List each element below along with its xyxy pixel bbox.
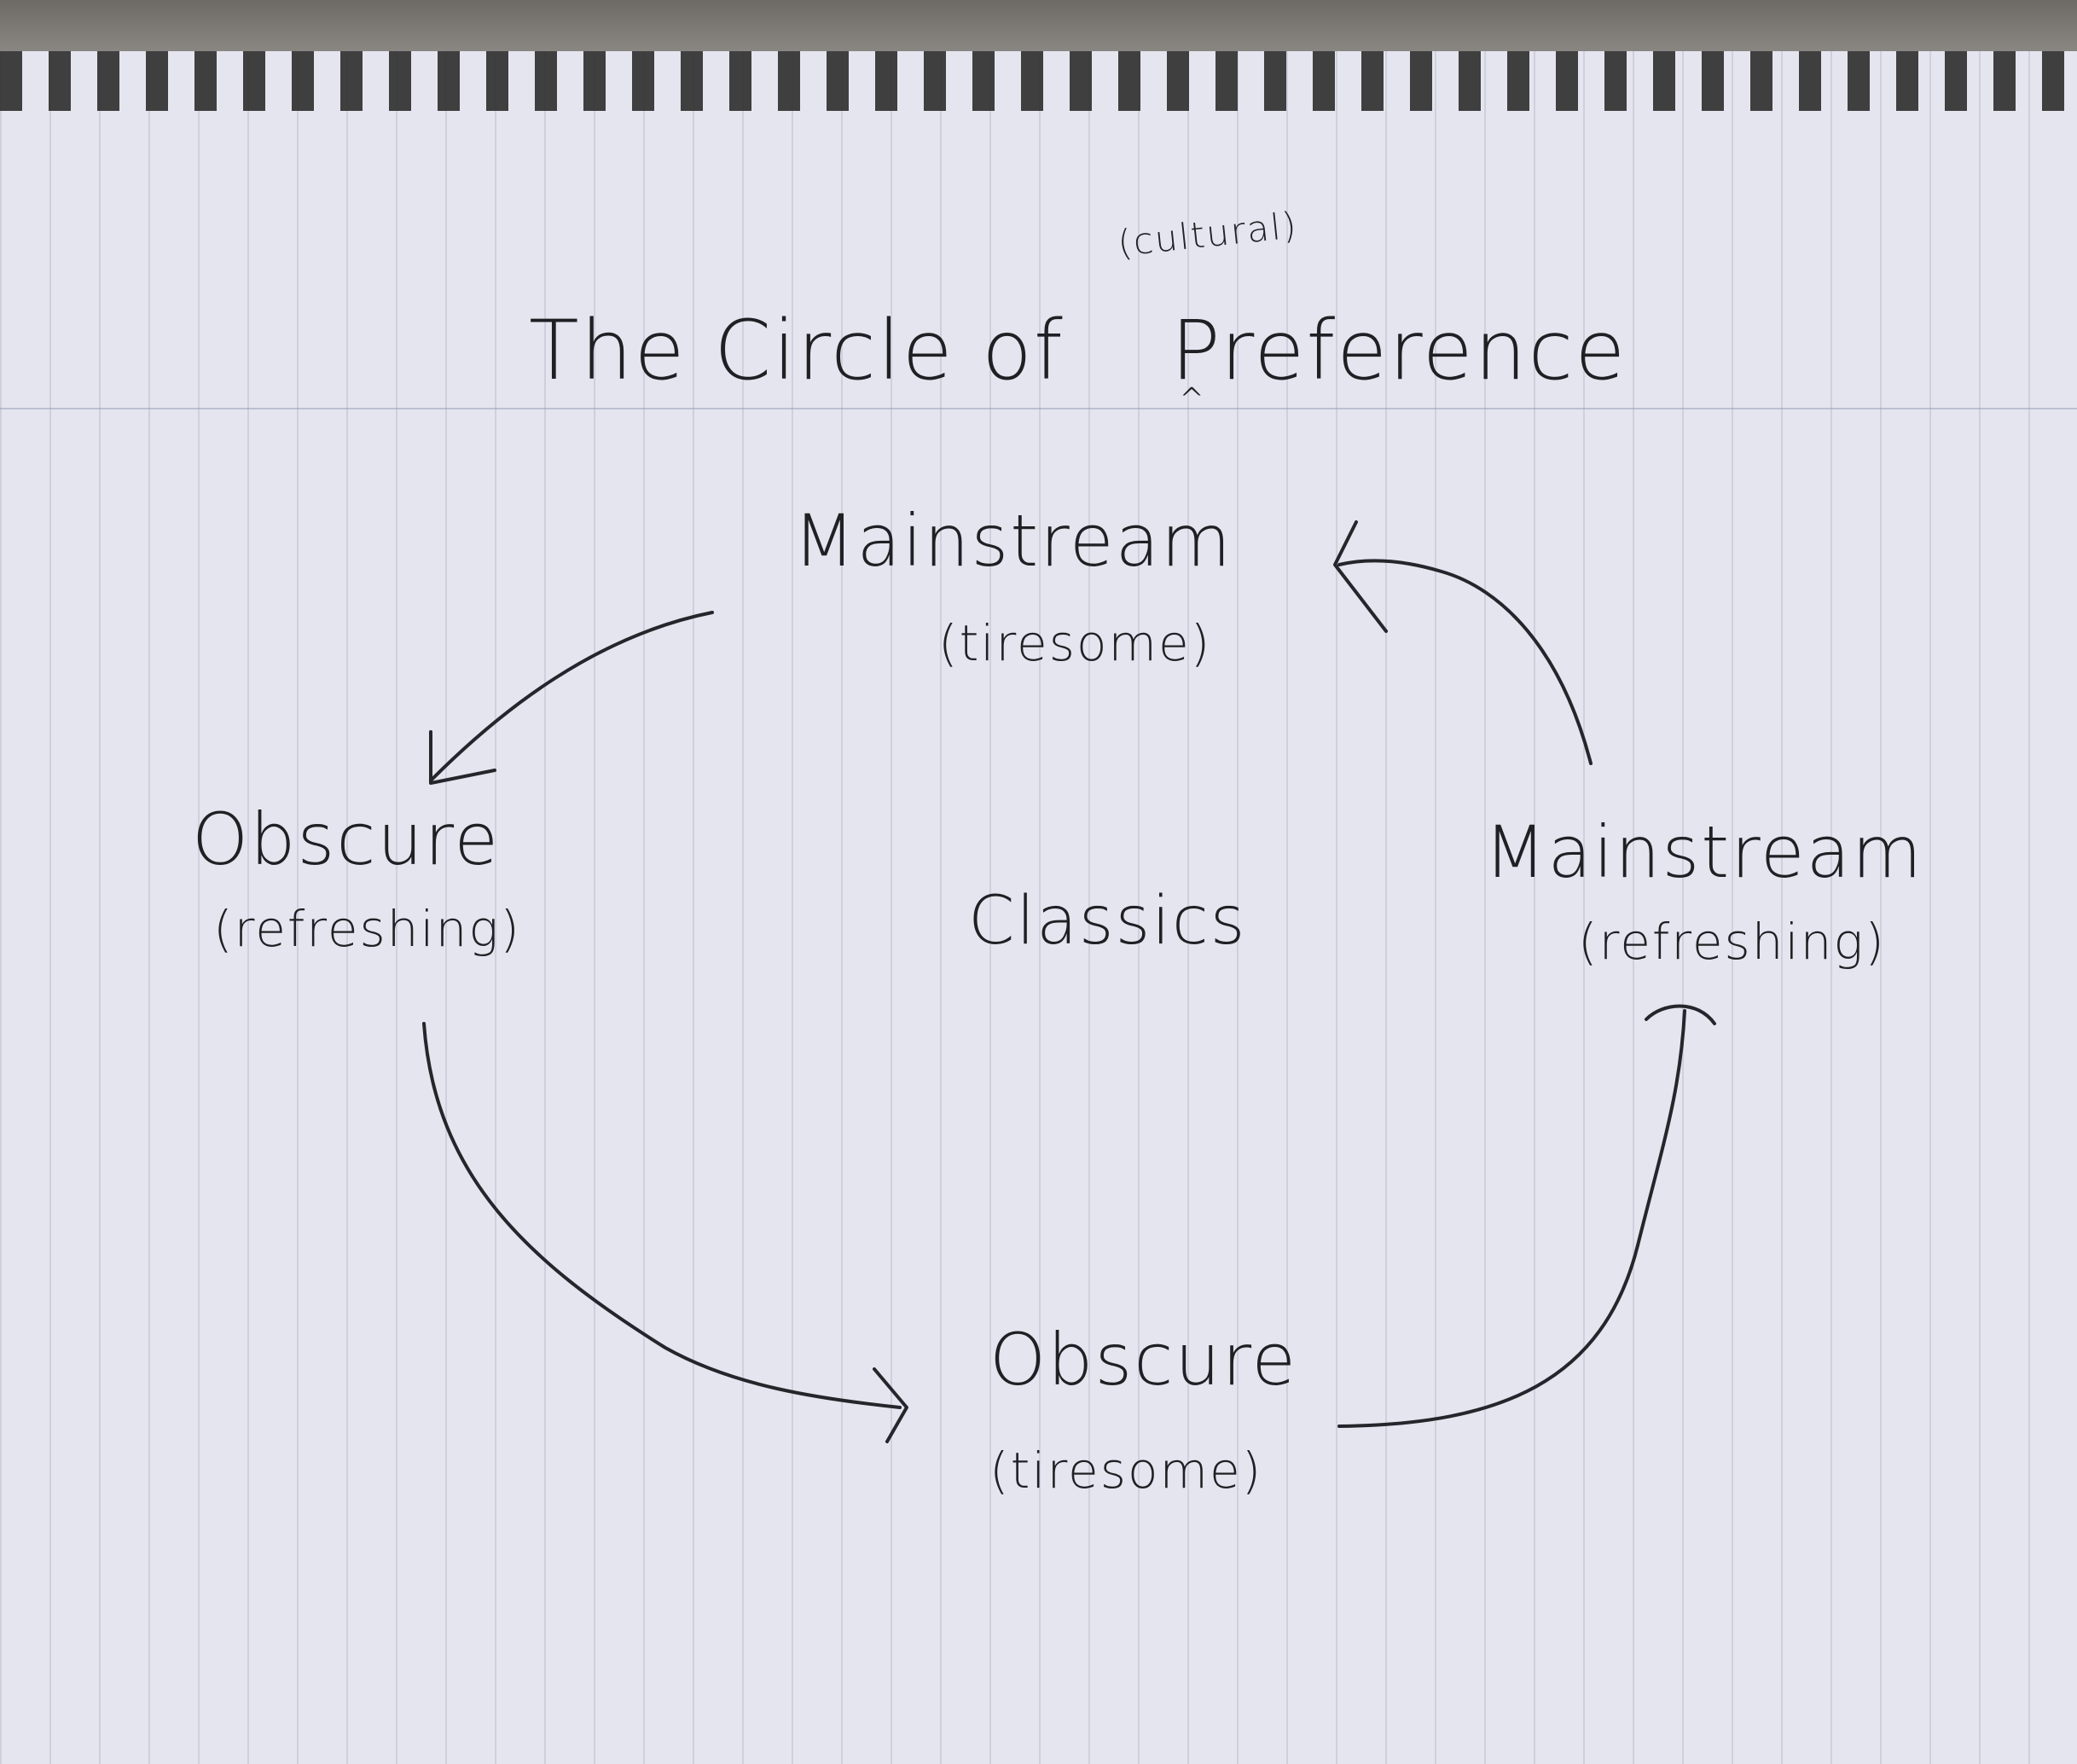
edge-mainstream-tiresome-to-obscure-refreshing	[429, 611, 714, 785]
arrow-shaft	[1337, 1009, 1686, 1428]
arrow-head	[429, 730, 496, 785]
arrow-head	[873, 1367, 908, 1443]
title-suffix: Preference	[1170, 303, 1627, 398]
node-sublabel: (tiresome)	[989, 1442, 1263, 1500]
arrow-shaft	[1337, 559, 1593, 765]
arrow-shaft	[429, 611, 714, 782]
node-sublabel: (refreshing)	[1578, 913, 1886, 971]
center-label: Classics	[968, 883, 1247, 960]
spiral-perforations	[0, 51, 2077, 111]
arrow-shaft	[422, 1022, 902, 1409]
arrow-head	[1645, 1004, 1716, 1025]
node-label: Mainstream	[793, 499, 1233, 583]
edge-obscure-refreshing-to-obscure-tiresome	[422, 1022, 908, 1443]
node-label: Obscure	[989, 1318, 1297, 1401]
horizontal-rule	[0, 408, 2077, 409]
edge-mainstream-refreshing-to-mainstream-tiresome	[1333, 520, 1593, 765]
node-label: Obscure	[192, 798, 500, 881]
insertion-caret: ^	[1179, 382, 1207, 417]
title-text: The Circle of Preference	[529, 303, 1627, 398]
node-sublabel: (tiresome)	[938, 614, 1212, 672]
edge-obscure-tiresome-to-mainstream-refreshing	[1337, 1004, 1716, 1428]
node-sublabel: (refreshing)	[213, 900, 521, 958]
node-label: Mainstream	[1484, 810, 1923, 894]
title-prefix: The Circle of	[529, 303, 1065, 398]
arrow-head	[1333, 520, 1388, 633]
notebook-paper	[0, 51, 2077, 1764]
